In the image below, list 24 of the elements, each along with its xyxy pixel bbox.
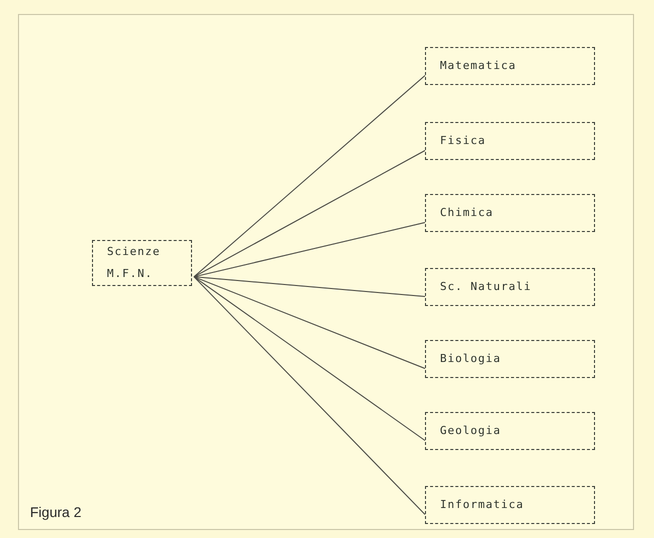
text-box: [425, 268, 595, 306]
text-box: [425, 47, 595, 85]
node-label: Scienze: [107, 245, 160, 258]
connector-line: [194, 150, 426, 278]
node-label: Chimica: [440, 206, 494, 219]
text-box: [425, 412, 595, 450]
node-label: Matematica: [440, 59, 516, 72]
text-box: [425, 486, 595, 524]
node-label: Informatica: [440, 498, 524, 511]
node-label: Geologia: [440, 424, 501, 437]
figure-caption: Figura 2: [30, 504, 82, 520]
connector-line: [194, 276, 426, 441]
node-label: Sc. Naturali: [440, 280, 532, 293]
text-box: [425, 340, 595, 378]
connector-line: [194, 276, 426, 297]
text-box: [425, 122, 595, 160]
node-label: Biologia: [440, 352, 501, 365]
node-label: Fisica: [440, 134, 486, 147]
connector-line: [194, 75, 426, 278]
connector-line: [194, 222, 426, 278]
connector-line: [194, 276, 426, 369]
text-box: [425, 194, 595, 232]
text-box: [92, 240, 192, 286]
node-label: M.F.N.: [107, 267, 153, 280]
